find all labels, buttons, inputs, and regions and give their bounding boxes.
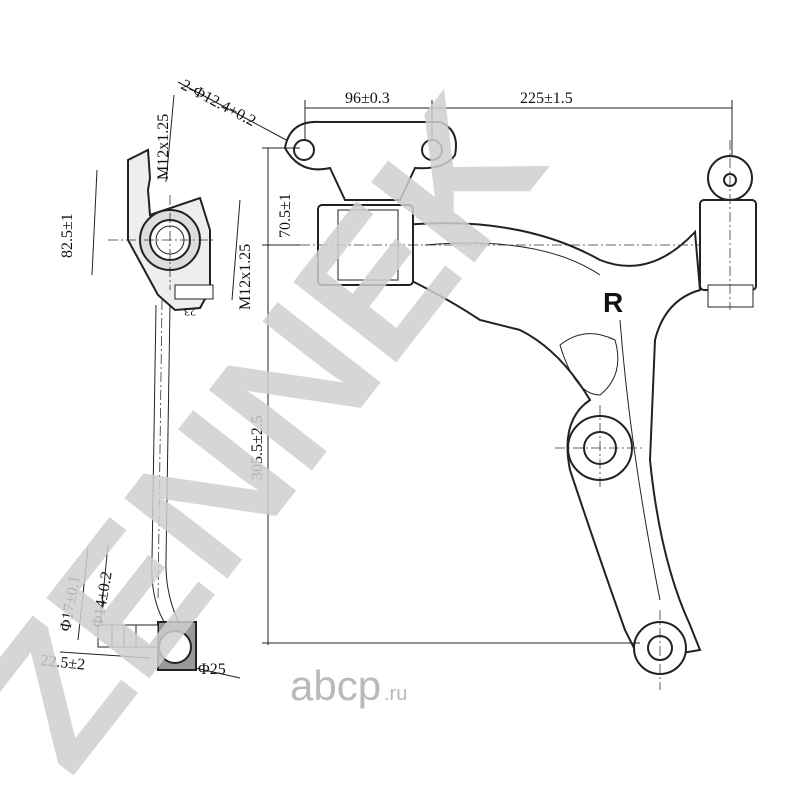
ball-dia-label: Φ25	[198, 661, 226, 678]
top-view: 96±0.3 225±1.5 70.5±1 305.5±2.5 R	[249, 90, 757, 690]
side-label: R	[603, 287, 623, 318]
small-dim-label: 23	[184, 305, 196, 319]
dim-left-label: 96±0.3	[345, 90, 390, 107]
height-label: 82.5±1	[59, 213, 76, 258]
thread-mid-label: M12x1.25	[237, 244, 254, 310]
dim-right-label: 225±1.5	[520, 90, 573, 107]
logo-suffix: .ru	[384, 683, 407, 705]
thread-top-label: M12x1.25	[155, 114, 172, 180]
abcp-logo: abcp .ru	[290, 662, 407, 709]
dim-bushing-label: 70.5±1	[277, 193, 294, 238]
length-label: 22.5±2	[40, 652, 86, 674]
hole-spec-label: 2-Φ12.4+0.2	[178, 77, 258, 131]
logo-main: abcp	[290, 662, 381, 709]
dim-total-label: 305.5±2.5	[249, 415, 266, 480]
